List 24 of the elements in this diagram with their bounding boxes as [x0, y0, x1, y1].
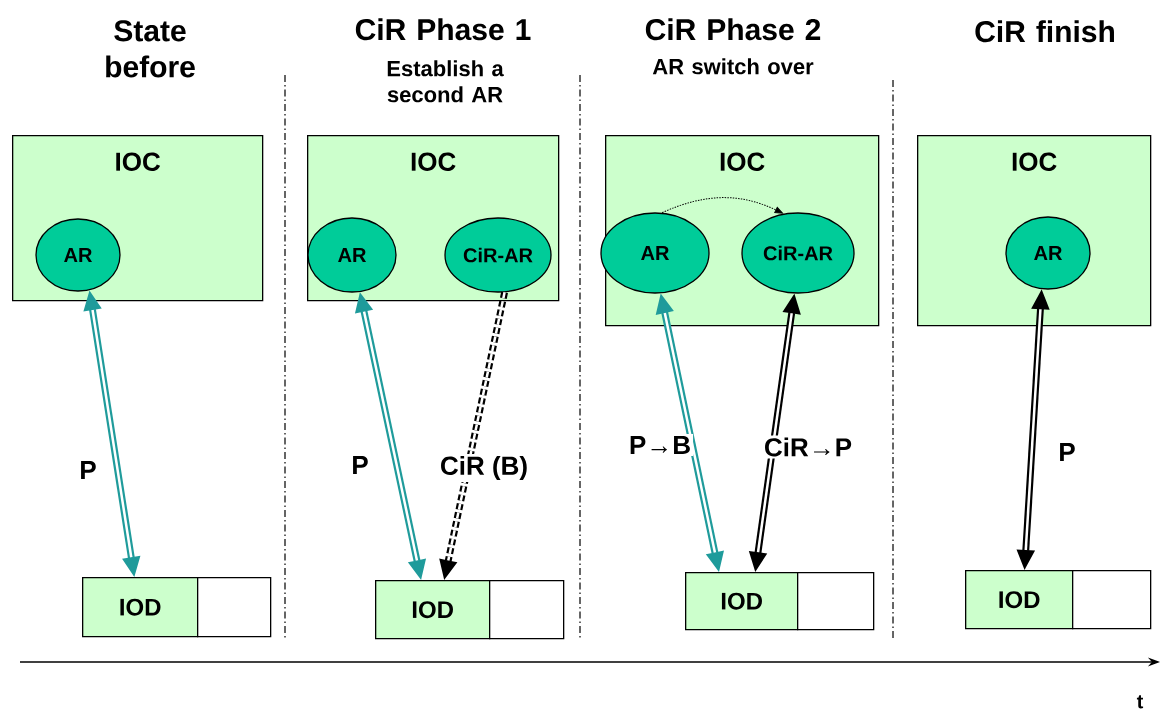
edge-label: CiR (B) — [437, 453, 531, 483]
heading: State before — [106, 20, 195, 78]
edge-label: P — [1056, 441, 1078, 463]
heading: CiR finish — [975, 20, 1114, 43]
edge-label: P — [349, 454, 371, 476]
ellipse-node: AR — [600, 212, 710, 294]
device-box: IOD — [375, 580, 491, 640]
heading: t — [1136, 695, 1144, 709]
ellipse-node: AR — [307, 217, 397, 293]
heading: CiR Phase 2 — [645, 18, 821, 41]
device-box: IOD — [685, 572, 799, 631]
ellipse-node: AR — [35, 218, 121, 292]
edge-label: P — [77, 459, 99, 481]
ellipse-node: CiR-AR — [741, 212, 855, 294]
edge-label: CiR→P — [761, 435, 855, 459]
device-box: IOD — [82, 577, 199, 638]
device-box: IOD — [965, 570, 1074, 630]
ellipse-node: AR — [1005, 216, 1091, 290]
ellipse-node: CiR-AR — [444, 217, 552, 293]
arrow — [661, 197, 783, 214]
edge-label: P→B — [626, 434, 694, 456]
heading: AR switch over — [652, 58, 814, 75]
heading: Establish a second AR — [387, 60, 504, 103]
heading: CiR Phase 1 — [355, 18, 531, 41]
